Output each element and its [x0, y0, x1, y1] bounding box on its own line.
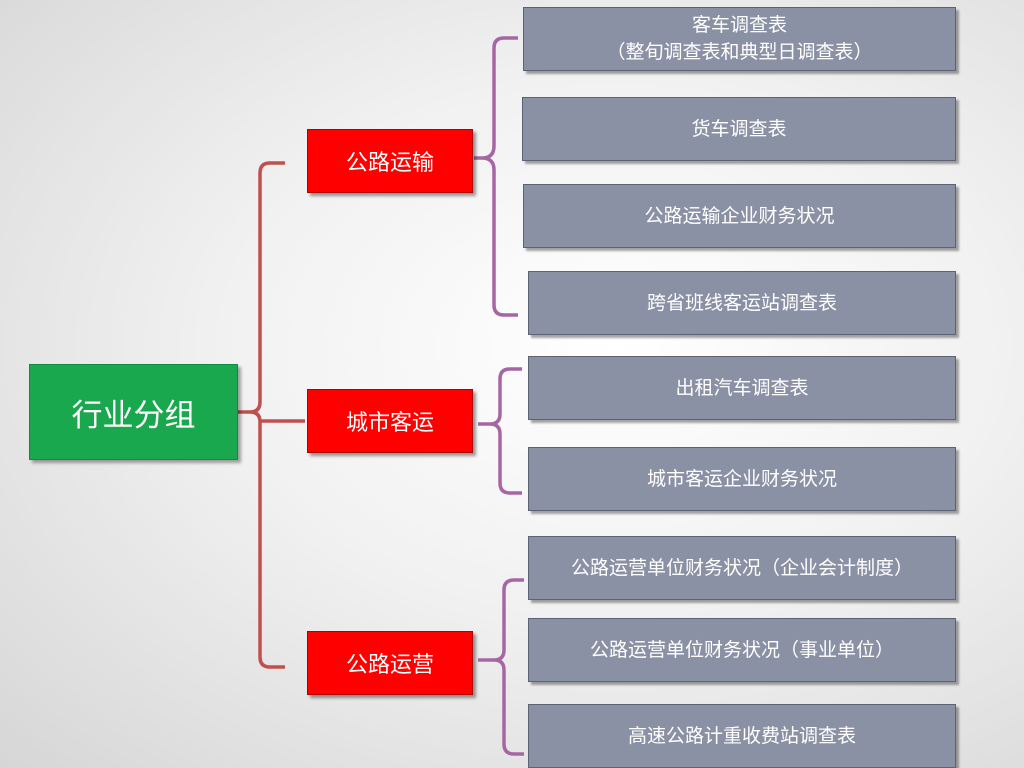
leaf-label: 货车调查表 [691, 117, 787, 140]
bracket-category-3 [478, 578, 524, 756]
category-node: 公路运营 [307, 631, 473, 695]
leaf-label: 公路运营单位财务状况（企业会计制度） [570, 556, 913, 579]
leaf-node: 公路运输企业财务状况 [523, 184, 956, 248]
leaf-node: 高速公路计重收费站调查表 [528, 704, 956, 768]
leaf-label: 公路运营单位财务状况（事业单位） [589, 638, 894, 661]
bracket-category-2 [478, 367, 522, 495]
leaf-node: 出租汽车调查表 [528, 356, 956, 420]
bracket-category-1 [474, 36, 518, 317]
leaf-node: 客车调查表 （整旬调查表和典型日调查表） [523, 7, 956, 71]
leaf-node: 公路运营单位财务状况（事业单位） [528, 618, 956, 682]
root-bracket [238, 161, 305, 669]
leaf-label: 高速公路计重收费站调查表 [627, 724, 856, 747]
leaf-label: 城市客运企业财务状况 [646, 467, 837, 490]
leaf-label: 公路运输企业财务状况 [644, 204, 835, 227]
leaf-label: 客车调查表 [691, 14, 787, 36]
category-node: 城市客运 [307, 389, 473, 453]
category-node: 公路运输 [307, 129, 473, 193]
leaf-node: 城市客运企业财务状况 [528, 447, 956, 511]
leaf-label: 出租汽车调查表 [675, 376, 809, 399]
leaf-node: 公路运营单位财务状况（企业会计制度） [528, 536, 956, 600]
root-node: 行业分组 [29, 364, 238, 460]
leaf-node: 货车调查表 [522, 97, 956, 161]
leaf-node: 跨省班线客运站调查表 [528, 271, 956, 335]
leaf-label-line2: （整旬调查表和典型日调查表） [606, 41, 873, 63]
leaf-label: 跨省班线客运站调查表 [646, 291, 837, 314]
